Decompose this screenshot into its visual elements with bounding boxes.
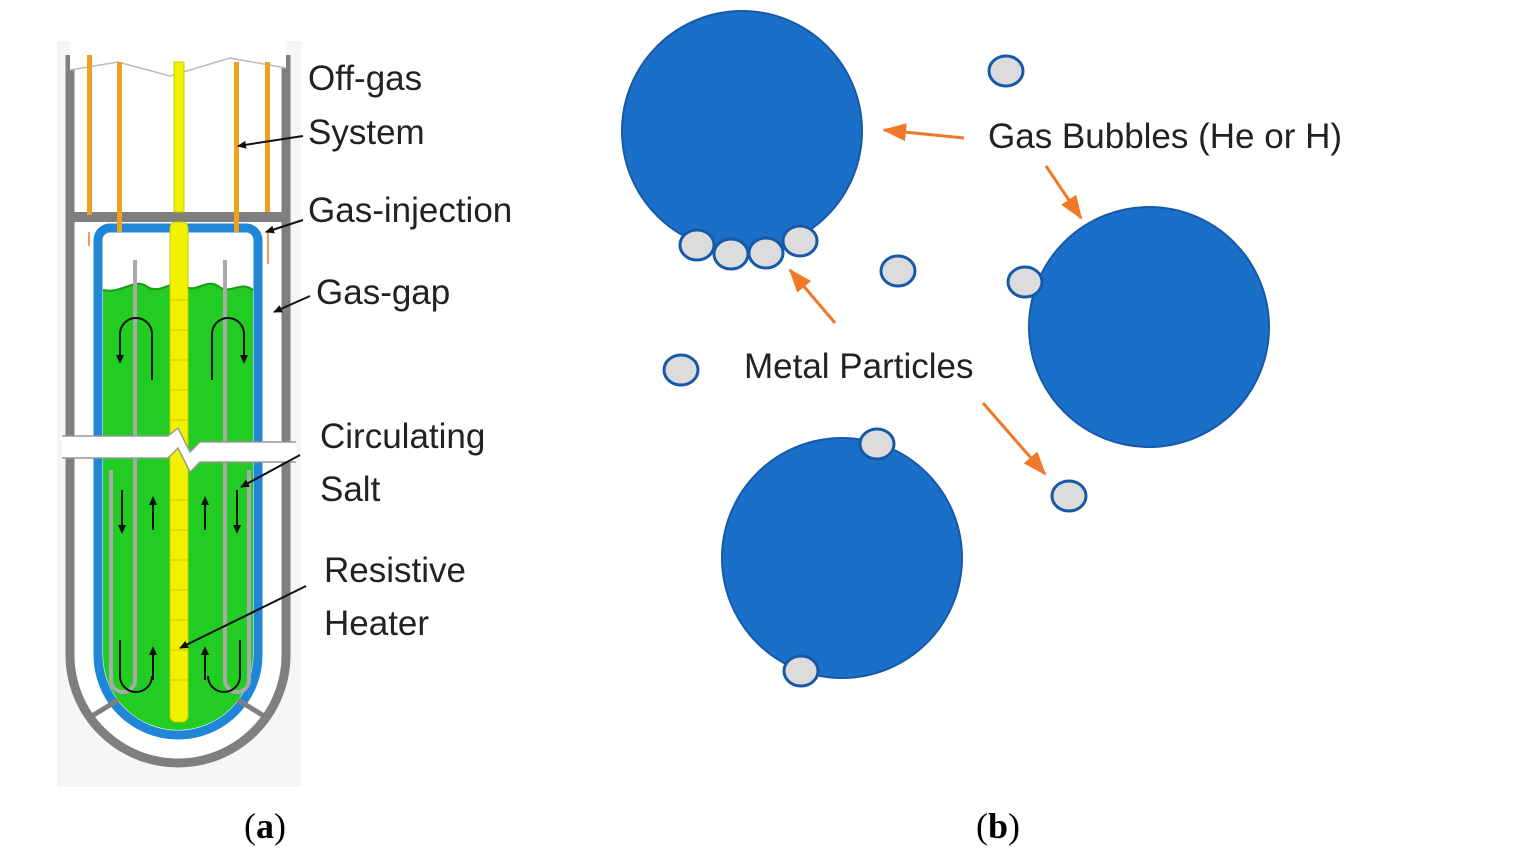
metal-particle	[662, 353, 700, 387]
metal-particle	[1050, 479, 1088, 513]
panel-b-arrows	[788, 123, 1083, 476]
metal-particle	[678, 228, 716, 262]
metal-particle	[747, 236, 785, 270]
label-gas-bubbles: Gas Bubbles (He or H)	[988, 117, 1342, 156]
panel-a-leaders	[179, 135, 311, 649]
orange-tubes	[87, 55, 270, 264]
caption-b-letter: b	[988, 806, 1008, 846]
metal-particle	[781, 224, 819, 258]
arrow-to-attached-particles	[788, 268, 837, 324]
arrow-to-bubble-top	[882, 123, 965, 142]
panel-b-bubbles	[621, 10, 1270, 679]
vessel-cut-top	[70, 40, 286, 76]
gas-bubble-right	[1028, 206, 1270, 448]
label-metal-particles: Metal Particles	[744, 347, 974, 386]
label-offgas-line1: Off-gas	[308, 59, 422, 98]
support-right	[236, 697, 266, 719]
gas-bubble-large-top	[621, 10, 863, 252]
support-left	[90, 697, 120, 719]
vessel-cut-line	[69, 57, 287, 77]
flow-arrows	[116, 317, 248, 693]
label-heater-line2: Heater	[324, 604, 429, 643]
gas-bubble-bottom	[721, 437, 963, 679]
heater-rod-top	[173, 61, 185, 213]
metal-particles	[662, 54, 1088, 688]
label-circulating-line2: Salt	[320, 470, 381, 509]
panel-a-vessel	[57, 40, 301, 787]
metal-particle	[712, 237, 750, 271]
metal-particle	[879, 254, 917, 288]
caption-a: (a)	[244, 806, 286, 846]
caption-b: (b)	[976, 806, 1020, 846]
label-offgas-line2: System	[308, 113, 425, 152]
caption-a-letter: a	[256, 806, 274, 846]
circulation-tubes	[109, 260, 251, 694]
arrow-to-free-particle	[981, 402, 1047, 476]
resistive-heater-rod	[169, 221, 189, 723]
metal-particle	[782, 654, 820, 688]
metal-particle	[858, 427, 896, 461]
label-gas-gap: Gas-gap	[316, 273, 450, 312]
label-heater-line1: Resistive	[324, 551, 466, 590]
metal-particle	[987, 54, 1025, 88]
heater-segments	[170, 299, 188, 681]
flange-plate	[70, 212, 286, 222]
metal-particle	[1006, 265, 1044, 299]
arrow-to-bubble-right	[1044, 165, 1083, 220]
label-circulating-line1: Circulating	[320, 417, 485, 456]
label-gas-injection: Gas-injection	[308, 191, 512, 230]
